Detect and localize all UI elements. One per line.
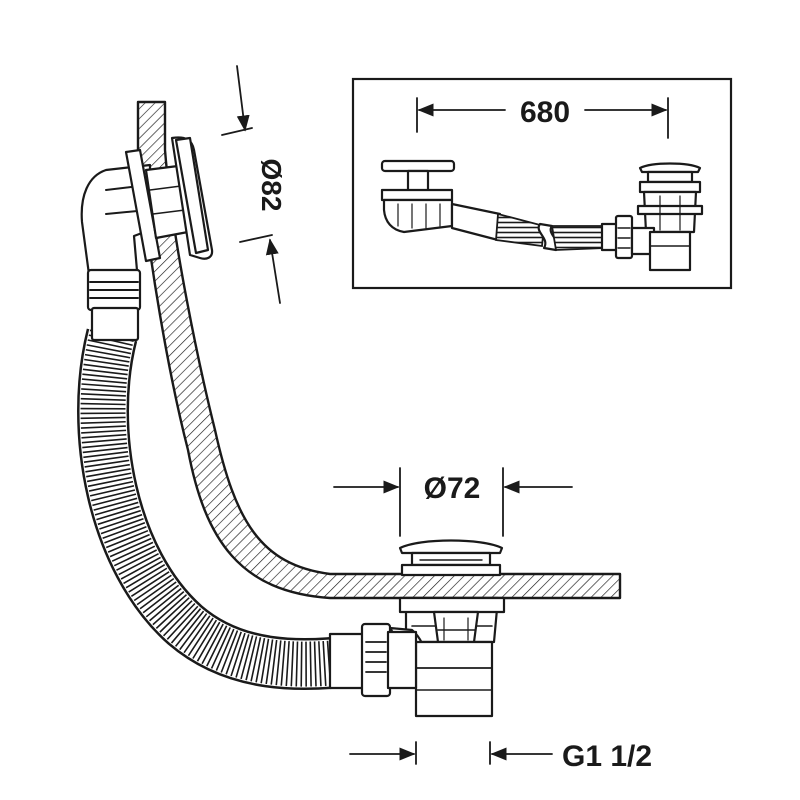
drain-popup-cap [398,539,504,577]
thread-label: G1 1/2 [562,740,652,773]
dim-inset-length [416,97,669,139]
drain-tee-outlet [388,626,494,718]
inset-overflow-elbow [382,198,454,234]
hose-connector [328,622,418,698]
inset-drain-unit [630,162,704,272]
dim-drain-diameter [333,467,573,537]
overflow-cover [170,136,214,260]
inset-length-label: 680 [520,96,570,129]
inset-hose [450,202,620,252]
drain-diameter-label: Ø72 [424,472,481,505]
overflow-diameter-label: Ø82 [256,159,287,212]
bathtub-wall-section [136,100,622,600]
dim-thread [349,741,553,765]
overflow-sleeve [86,268,142,342]
dim-overflow-diameter [221,65,281,304]
corrugated-hose [77,328,364,691]
inset-connector-nut [614,214,634,260]
overflow-inner-plate [124,148,162,263]
